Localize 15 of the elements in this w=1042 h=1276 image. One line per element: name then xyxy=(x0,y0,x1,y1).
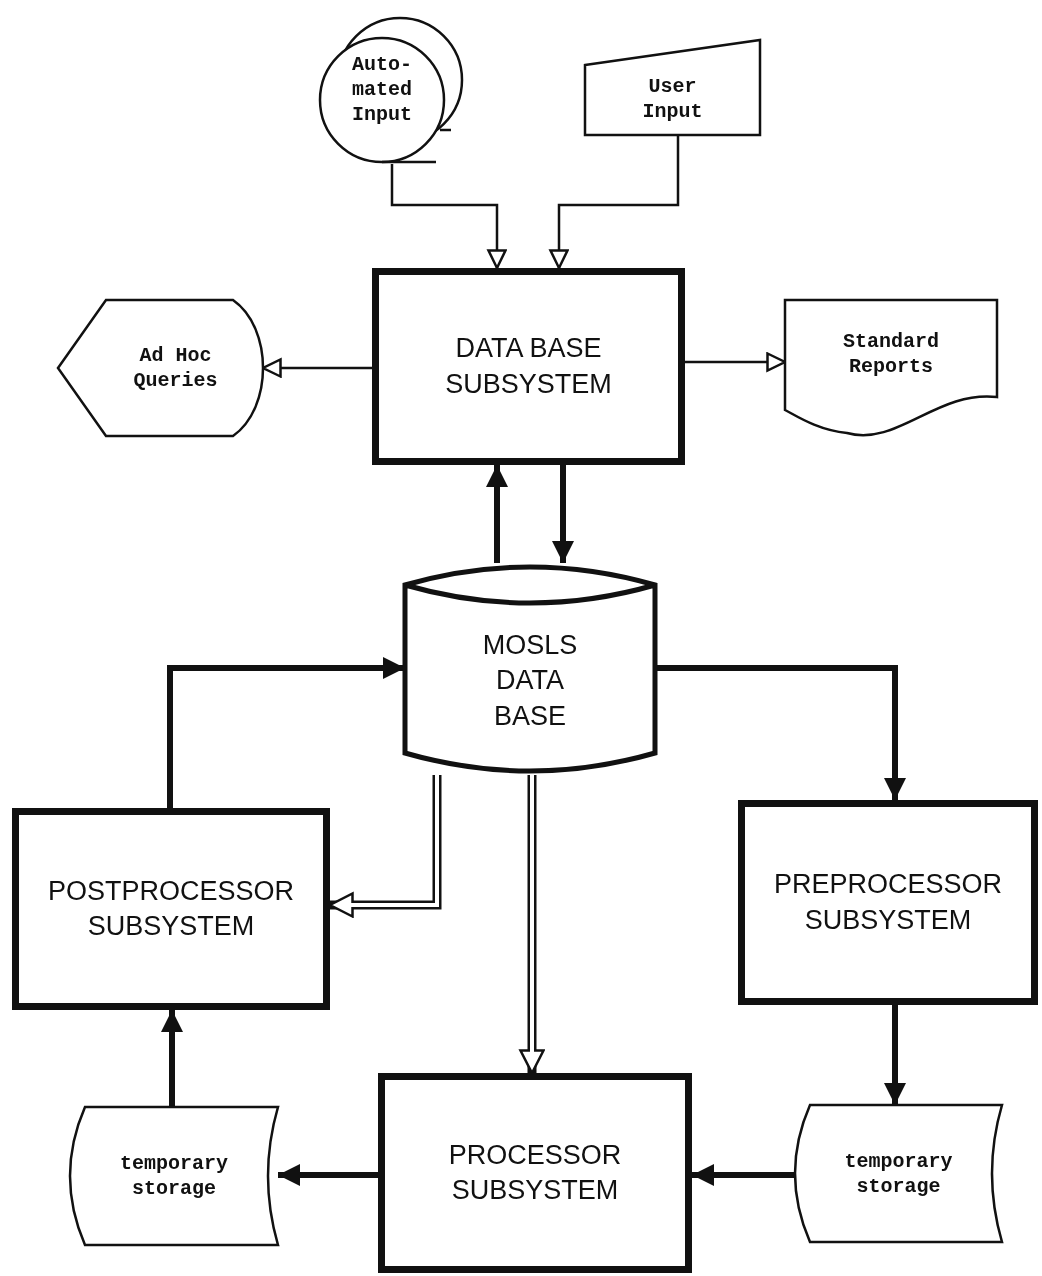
node-label: MOSLS DATA BASE xyxy=(482,629,578,733)
node-label: temporary storage xyxy=(843,1148,954,1199)
node-label: DATA BASE SUBSYSTEM xyxy=(445,332,612,401)
process-box xyxy=(12,808,330,1010)
node-label: PROCESSOR SUBSYSTEM xyxy=(448,1138,622,1207)
node-label: Ad Hoc Queries xyxy=(132,343,219,393)
process-box xyxy=(738,800,1038,1005)
node-label: temporary storage xyxy=(119,1151,229,1201)
node-label: PREPROCESSOR SUBSYSTEM xyxy=(773,868,1003,937)
node-label: Standard Reports xyxy=(842,328,940,379)
process-box xyxy=(378,1073,692,1273)
node-label: User Input xyxy=(641,73,704,124)
process-box xyxy=(372,268,685,465)
node-label: POSTPROCESSOR SUBSYSTEM xyxy=(47,874,294,943)
node-label: Auto- mated Input xyxy=(351,51,413,127)
